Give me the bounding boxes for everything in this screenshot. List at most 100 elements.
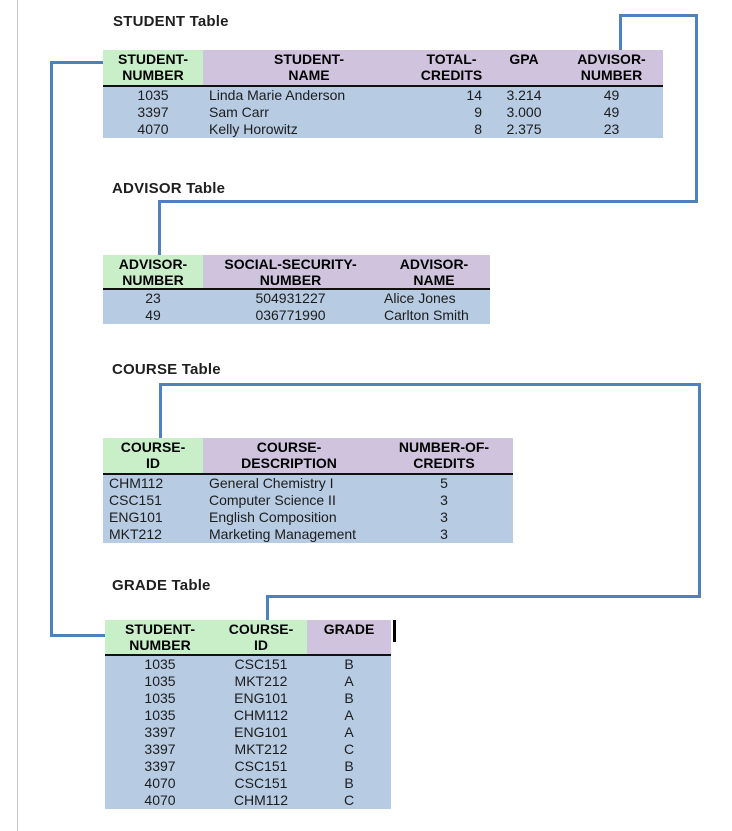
advisor-cell-advisor-number: 23	[145, 290, 161, 306]
grade-cell-student-number: 4070	[144, 792, 176, 808]
grade-cell-grade: B	[344, 690, 354, 706]
student-row: 3397 Sam Carr 9 3.000 49	[103, 104, 663, 121]
grade-cell-grade: A	[344, 673, 354, 689]
grade-cell-course-id: CSC151	[234, 758, 288, 774]
connector-student-grade-seg2	[50, 61, 53, 637]
course-cell-course-description: Marketing Management	[209, 526, 357, 542]
student-cell-gpa: 2.375	[506, 121, 542, 137]
connector-student-advisor-seg2	[619, 14, 698, 17]
student-cell-advisor-number: 23	[603, 121, 620, 137]
student-column-header-student-name: STUDENT-NAME	[203, 50, 415, 85]
connector-student-advisor-seg3	[695, 14, 698, 203]
grade-cell-course-id: MKT212	[234, 673, 288, 689]
connector-student-grade-seg1	[50, 61, 106, 64]
grade-cell-grade: A	[344, 707, 354, 723]
course-cell-course-description: Computer Science II	[209, 492, 336, 508]
course-cell-course-description: General Chemistry I	[209, 475, 334, 491]
advisor-column-header-advisor-name: ADVISOR-NAME	[378, 255, 490, 288]
student-cell-total-credits: 9	[474, 104, 482, 120]
student-cell-advisor-number: 49	[603, 104, 620, 120]
advisor-cell-advisor-name: Alice Jones	[384, 290, 456, 306]
connector-course-grade-seg3	[698, 383, 701, 598]
student-cell-student-number: 1035	[137, 87, 169, 103]
grade-column-header-student-number: STUDENT-NUMBER	[105, 620, 215, 654]
grade-cell-student-number: 1035	[144, 656, 176, 672]
student-header-rule	[103, 85, 663, 87]
student-cell-total-credits: 14	[466, 87, 482, 103]
student-cell-student-name: Linda Marie Anderson	[209, 87, 346, 103]
advisor-column-header-advisor-number: ADVISOR-NUMBER	[103, 255, 203, 288]
grade-header-rule	[105, 654, 391, 656]
student-cell-gpa: 3.214	[506, 87, 542, 103]
grade-row: 1035 MKT212 A	[105, 673, 391, 690]
course-cell-course-description: English Composition	[209, 509, 337, 525]
course-cell-course-id: MKT212	[109, 526, 162, 542]
grade-row: 1035 ENG101 B	[105, 690, 391, 707]
page-border-line	[17, 0, 18, 831]
course-cell-number-of-credits: 3	[440, 509, 448, 525]
grade-cell-student-number: 1035	[144, 690, 176, 706]
advisor-cell-social-security-number: 504931227	[255, 290, 326, 306]
student-table-title: STUDENT Table	[113, 13, 229, 30]
grade-cell-course-id: ENG101	[234, 724, 288, 740]
student-row: 1035 Linda Marie Anderson 14 3.214 49	[103, 87, 663, 104]
grade-cell-grade: B	[344, 758, 354, 774]
student-cell-student-name: Sam Carr	[209, 104, 269, 120]
grade-table-title: GRADE Table	[112, 577, 211, 594]
grade-cell-course-id: CSC151	[234, 656, 288, 672]
student-column-header-gpa: GPA	[488, 50, 560, 85]
student-cell-gpa: 3.000	[506, 104, 542, 120]
grade-cell-grade: C	[343, 792, 355, 808]
connector-course-grade-seg2	[159, 383, 701, 386]
connector-student-grade-seg3	[50, 634, 108, 637]
course-row: CHM112 General Chemistry I 5	[103, 475, 513, 492]
course-cell-number-of-credits: 3	[440, 492, 448, 508]
grade-cell-course-id: CHM112	[233, 707, 289, 723]
connector-course-grade-seg1	[159, 383, 162, 439]
text-cursor	[393, 620, 396, 642]
advisor-column-header-social-security-number: SOCIAL-SECURITY-NUMBER	[203, 255, 378, 288]
grade-cell-student-number: 1035	[144, 673, 176, 689]
student-column-header-total-credits: TOTAL-CREDITS	[415, 50, 488, 85]
student-cell-student-number: 3397	[137, 104, 169, 120]
course-cell-number-of-credits: 5	[440, 475, 448, 491]
course-cell-course-id: CHM112	[109, 475, 164, 491]
grade-row: 3397 ENG101 A	[105, 724, 391, 741]
advisor-cell-advisor-number: 49	[145, 307, 161, 323]
student-cell-student-name: Kelly Horowitz	[209, 121, 298, 137]
course-column-header-number-of-credits: NUMBER-OF-CREDITS	[375, 438, 513, 473]
grade-cell-student-number: 3397	[144, 724, 176, 740]
grade-cell-course-id: ENG101	[234, 690, 288, 706]
grade-cell-student-number: 3397	[144, 741, 176, 757]
grade-cell-grade: C	[343, 741, 355, 757]
grade-cell-grade: B	[344, 775, 354, 791]
grade-cell-student-number: 4070	[144, 775, 176, 791]
grade-cell-grade: A	[344, 724, 354, 740]
grade-cell-grade: B	[344, 656, 354, 672]
connector-student-advisor-seg5	[158, 200, 161, 257]
course-column-header-course-id: COURSE-ID	[103, 438, 203, 473]
advisor-header-rule	[103, 288, 490, 290]
course-row: ENG101 English Composition 3	[103, 509, 513, 526]
advisor-table-title: ADVISOR Table	[112, 180, 226, 197]
course-cell-course-id: ENG101	[109, 509, 163, 525]
student-cell-advisor-number: 49	[603, 87, 620, 103]
grade-column-header-course-id: COURSE-ID	[215, 620, 307, 654]
student-cell-student-number: 4070	[137, 121, 169, 137]
